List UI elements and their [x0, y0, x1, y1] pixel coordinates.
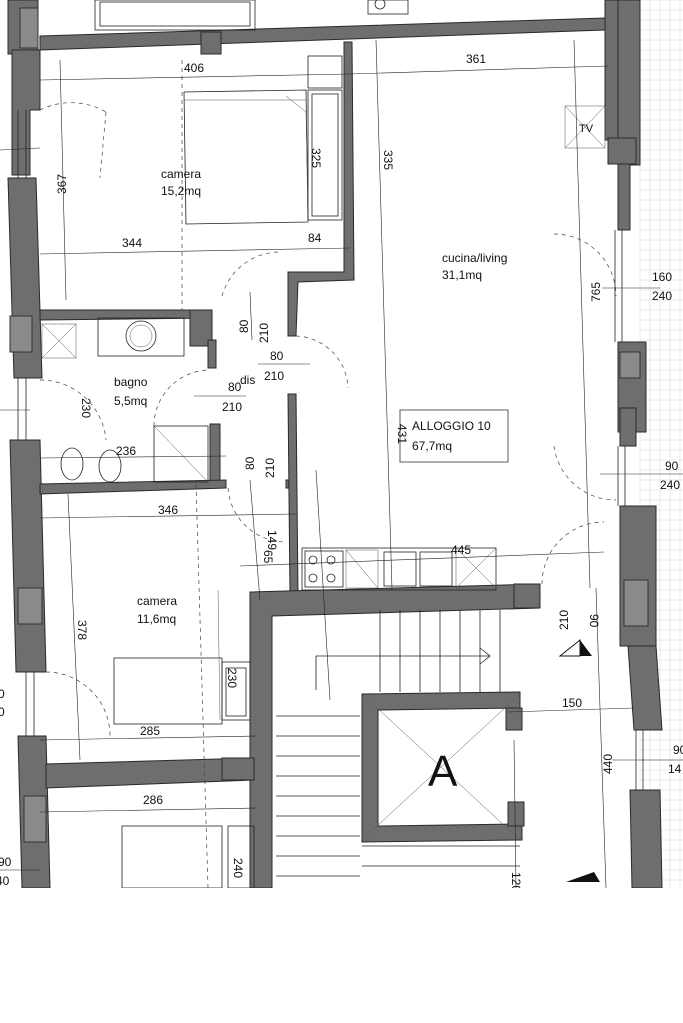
- floor-plan: TV: [0, 0, 683, 888]
- dim-286: 286: [143, 793, 163, 807]
- dim-240: 240: [652, 289, 672, 303]
- room-area-camera-2: 11,6mq: [137, 612, 176, 626]
- room-labels: camera 15,2mq cucina/living 31,1mq bagno…: [114, 167, 507, 626]
- dim-65: 65: [261, 550, 275, 564]
- dim-left-0a: 0: [0, 687, 5, 701]
- dim-84: 84: [308, 231, 322, 245]
- dim-left-0b: 0: [0, 705, 5, 719]
- dim-left-40: 40: [0, 874, 10, 888]
- dim-210-a: 210: [257, 323, 271, 343]
- room-area-cucina: 31,1mq: [442, 268, 482, 282]
- fixtures: TV: [41, 0, 606, 888]
- room-name-cucina: cucina/living: [442, 251, 507, 265]
- dim-80-c: 80: [228, 380, 242, 394]
- dim-344: 344: [122, 236, 142, 250]
- dim-325: 325: [309, 148, 323, 168]
- room-name-bagno: bagno: [114, 375, 148, 389]
- staircase: A: [276, 610, 600, 882]
- dimension-labels: 406 361 344 84 236 346 445 285 286 150 1…: [0, 52, 683, 888]
- room-name-camera-2: camera: [137, 594, 177, 608]
- room-name-camera-1: camera: [161, 167, 201, 181]
- dim-335: 335: [381, 150, 395, 170]
- room-area-camera-1: 15,2mq: [161, 184, 201, 198]
- dim-80-a: 80: [237, 319, 251, 333]
- dim-285: 285: [140, 724, 160, 738]
- room-name-dis: dis: [240, 373, 255, 387]
- dim-236: 236: [116, 444, 136, 458]
- dim-80-b: 80: [270, 349, 284, 363]
- dim-90-c: 90: [587, 614, 601, 628]
- dim-765: 765: [589, 282, 603, 302]
- dim-90-a: 90: [665, 459, 679, 473]
- dim-150: 150: [562, 696, 582, 710]
- dim-431: 431: [395, 424, 409, 444]
- apartment-name: ALLOGGIO 10: [412, 419, 491, 433]
- dim-210-e: 210: [557, 610, 571, 630]
- dim-240-c: 240: [660, 478, 680, 492]
- dim-80-d: 80: [243, 456, 257, 470]
- dim-346: 346: [158, 503, 178, 517]
- dim-367: 367: [55, 174, 69, 194]
- dim-240-b: 240: [231, 858, 245, 878]
- dim-361: 361: [466, 52, 486, 66]
- apartment-label-box: ALLOGGIO 10 67,7mq: [399, 409, 509, 463]
- dim-210-b: 210: [264, 369, 284, 383]
- dim-90-b: 90: [673, 743, 683, 757]
- dim-149: 149: [265, 530, 279, 550]
- dim-378: 378: [75, 620, 89, 640]
- dim-210-c: 210: [222, 400, 242, 414]
- walls: [7, 0, 663, 888]
- dim-160: 160: [652, 270, 672, 284]
- dim-210-d: 210: [263, 458, 277, 478]
- dim-230: 230: [79, 398, 93, 418]
- door-swings: [39, 60, 617, 888]
- dim-230-b: 230: [225, 668, 239, 688]
- tv-label: TV: [579, 123, 594, 135]
- apartment-area: 67,7mq: [412, 439, 452, 453]
- dim-445: 445: [451, 543, 471, 557]
- dim-left-90: 90: [0, 855, 12, 869]
- dim-406: 406: [184, 61, 204, 75]
- dimension-lines: [0, 39, 683, 888]
- dim-14: 14: [668, 762, 682, 776]
- dim-440: 440: [601, 754, 615, 774]
- room-area-bagno: 5,5mq: [114, 394, 147, 408]
- dim-120: 120: [509, 872, 523, 888]
- stair-label: A: [428, 747, 458, 796]
